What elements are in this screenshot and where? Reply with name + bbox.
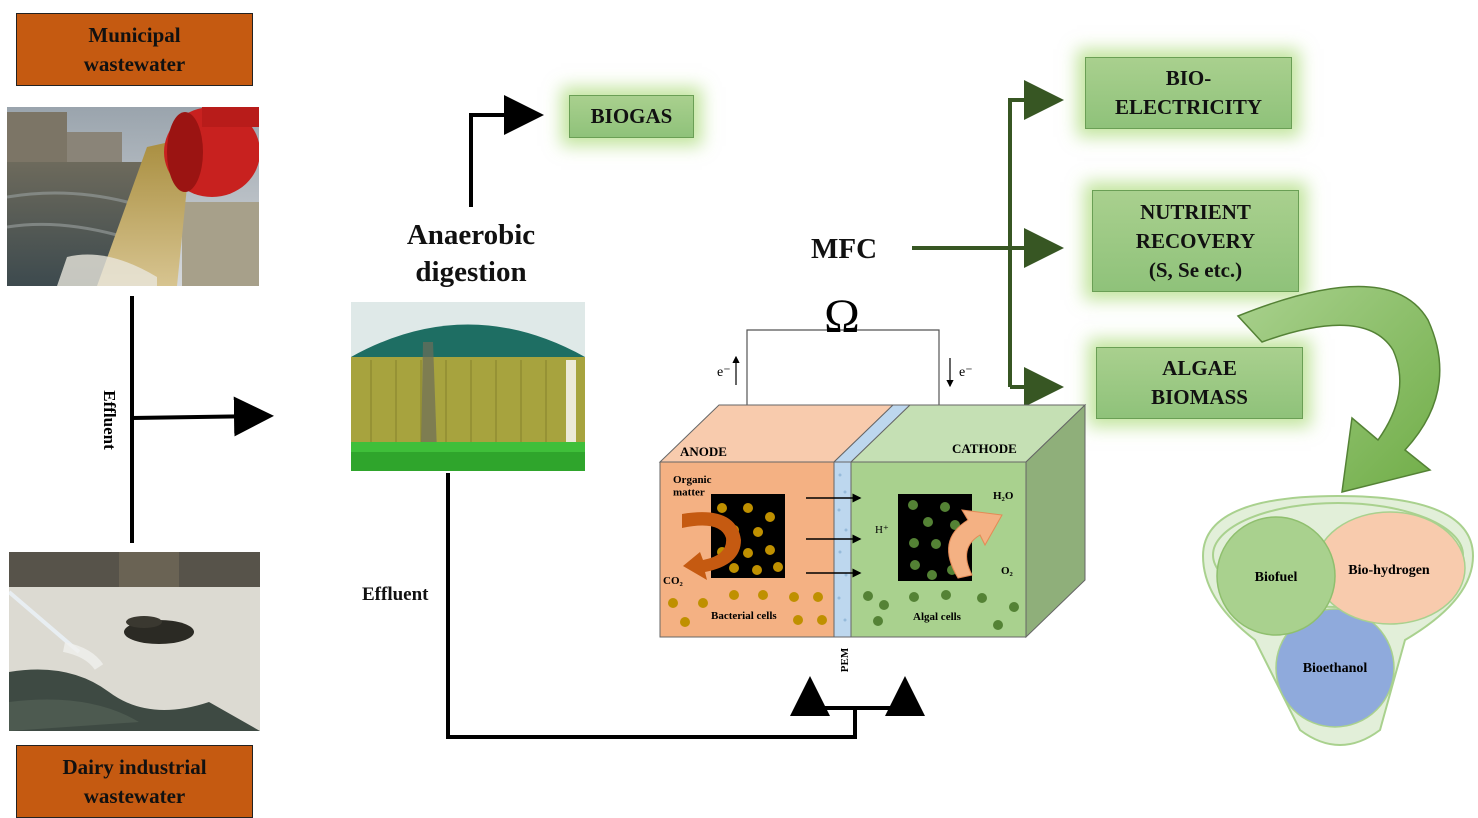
bacterial-cells-label: Bacterial cells [711,610,777,622]
dairy-wastewater-box: Dairy industrial wastewater [16,745,253,818]
co2-label: CO₂ [663,575,684,587]
nutrient-recovery-box: NUTRIENT RECOVERY (S, Se etc.) [1092,190,1299,292]
biofuel-label: Biofuel [1255,570,1298,585]
dairy-wastewater-photo [9,552,260,731]
organic-matter-label: Organic matter [673,474,714,499]
municipal-wastewater-box: Municipal wastewater [16,13,253,86]
bioelectricity-box: BIO- ELECTRICITY [1085,57,1292,129]
effluent-label-left: Effluent [100,390,119,450]
o2-label: O₂ [1001,565,1014,577]
algae-biomass-box: ALGAE BIOMASS [1096,347,1303,419]
effluent-label-bottom: Effluent [362,584,429,605]
pem-label: PEM [839,647,851,672]
anode-label: ANODE [680,444,727,459]
mfc-output-arrows [912,80,1064,407]
effluent-to-mfc-arrow [446,473,925,739]
electron-left-label: e⁻ [717,365,731,380]
bioethanol-label: Bioethanol [1303,661,1368,676]
cathode-label: CATHODE [952,441,1017,456]
electron-right-label: e⁻ [959,365,973,380]
organic-matter-arrow [682,512,741,580]
mfc-title: MFC [811,233,878,265]
biofuel-funnel: Bioethanol Bio-hydrogen Biofuel [1201,494,1475,746]
bacterial-cells [668,590,827,627]
biogas-box: BIOGAS [569,95,694,138]
algal-cells-label: Algal cells [913,611,962,623]
resistor-symbol: Ω [824,290,860,343]
bio-hydrogen-label: Bio-hydrogen [1348,563,1430,578]
curved-green-arrow [1236,285,1441,493]
biogas-arrow [469,95,544,207]
oxygen-water-arrow [948,509,1003,579]
anaerobic-digester-photo [351,302,585,471]
effluent-branch-lines [130,296,274,543]
municipal-wastewater-photo [7,107,259,286]
h-plus-label: H⁺ [875,524,889,536]
algal-cells [863,590,1019,630]
h2o-label: H₂O [993,490,1014,502]
anaerobic-digestion-title: Anaerobic digestion [406,219,536,288]
mfc-cell: ANODE CATHODE Organic matter CO₂ [658,403,1087,672]
